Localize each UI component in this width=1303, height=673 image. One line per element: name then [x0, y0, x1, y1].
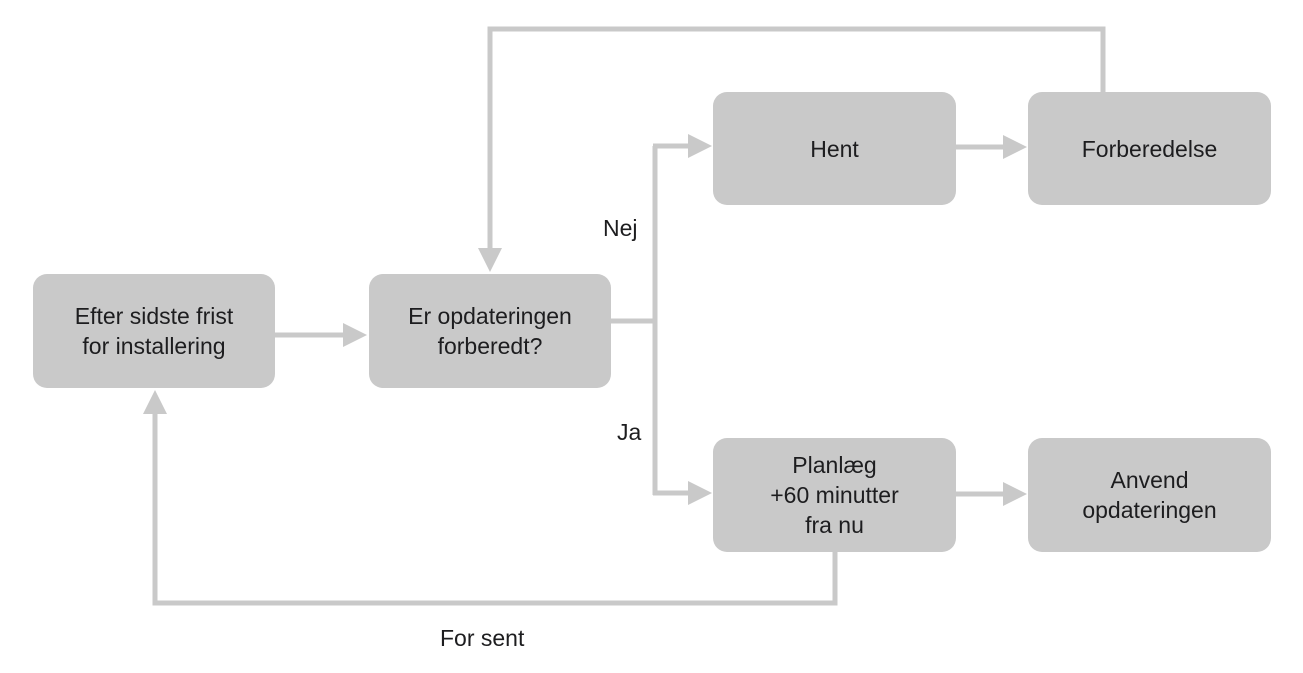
node-after-deadline: Efter sidste frist for installering: [33, 274, 275, 388]
node-after-deadline-label: Efter sidste frist for installering: [74, 303, 234, 359]
arrow-too-late-loop-to-start: [143, 390, 838, 606]
node-prepare: Forberedelse: [1028, 92, 1271, 205]
node-update-prepared-check: Er opdateringen forberedt?: [369, 274, 611, 388]
node-apply-update: Anvend opdateringen: [1028, 438, 1271, 552]
arrow-download-to-prepare: [956, 135, 1027, 159]
edge-label-too-late: For sent: [440, 625, 525, 651]
arrow-start-to-check: [275, 323, 367, 347]
node-apply-update-label: Anvend opdateringen: [1082, 467, 1217, 523]
edge-label-yes: Ja: [617, 419, 642, 445]
edge-label-no: Nej: [603, 215, 638, 241]
arrow-no-to-download: [653, 134, 712, 158]
node-prepare-label: Forberedelse: [1081, 135, 1218, 162]
arrow-prepare-loop-to-check: [478, 26, 1106, 272]
node-download: Hent: [713, 92, 956, 205]
node-update-prepared-check-label: Er opdateringen forberedt?: [408, 303, 572, 359]
node-schedule: Planlæg +60 minutter fra nu: [713, 438, 956, 552]
branch-trunk: [611, 146, 658, 495]
arrow-schedule-to-apply: [956, 482, 1027, 506]
node-schedule-label: Planlæg +60 minutter fra nu: [770, 452, 899, 538]
arrow-yes-to-schedule: [653, 481, 712, 505]
node-download-label: Hent: [810, 135, 859, 162]
